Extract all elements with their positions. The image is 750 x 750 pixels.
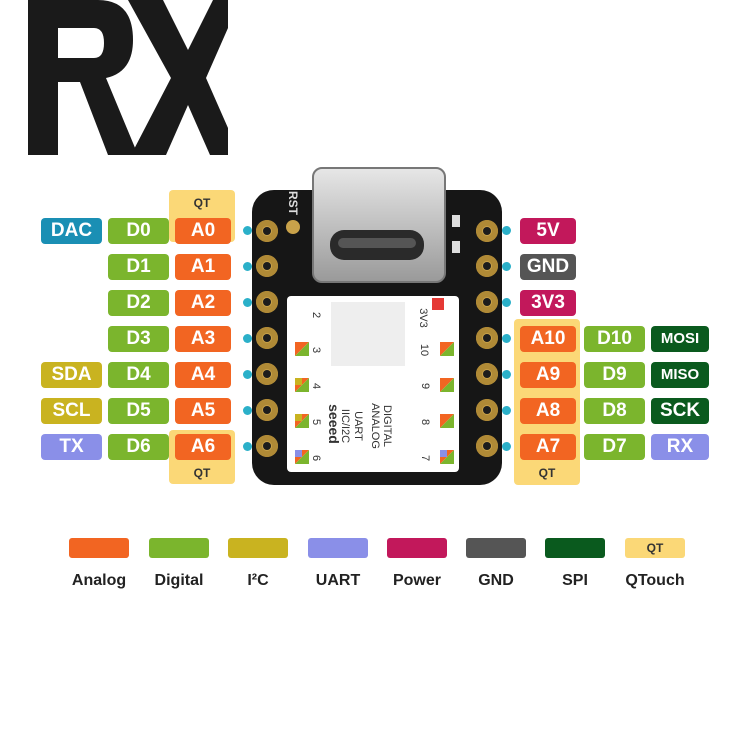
right-markers [440,342,454,464]
pin-label-a4: A4 [175,362,231,388]
right-pad-5 [476,399,498,421]
legend-swatch-digital [149,538,209,558]
left-dot-4 [243,370,252,379]
led-top [452,215,460,227]
legend-analog: ANALOG [368,403,381,449]
legend-label-power: Power [392,572,441,589]
pin-label-d9: D9 [584,362,645,388]
legend-swatch-gnd [466,538,526,558]
rx-logo: RX [28,0,228,155]
right-dot-5 [502,406,511,415]
pin-label-d8: D8 [584,398,645,424]
legend-swatch-i2c [228,538,288,558]
qt-label-bottom-left: QT [193,466,211,480]
left-pad-6 [256,435,278,457]
pin-label-tx: TX [41,434,102,460]
left-pad-2 [256,291,278,313]
pin-label-gnd: GND [520,254,576,280]
right-pad-1 [476,255,498,277]
left-dot-0 [243,226,252,235]
legend-label-gnd: GND [478,572,514,589]
pin-label-d0: D0 [108,218,169,244]
pin-label-d1: D1 [108,254,169,280]
pin-label-d2: D2 [108,290,169,316]
pin-label-dac: DAC [41,218,102,244]
right-dot-3 [502,334,511,343]
left-dot-5 [243,406,252,415]
right-pad-3 [476,327,498,349]
usb-c-connector [312,167,446,283]
left-pad-1 [256,255,278,277]
pin-label-d5: D5 [108,398,169,424]
left-pad-0 [256,220,278,242]
pin-label-a5: A5 [175,398,231,424]
pin-label-mosi: MOSI [651,326,709,352]
pin-label-sck: SCK [651,398,709,424]
legend-label-digital: Digital [154,572,204,589]
right-dot-4 [502,370,511,379]
chip-window [331,302,405,366]
left-markers [295,342,309,464]
pin-label-a9: A9 [520,362,576,388]
legend-label-qtouch: QTouch [625,572,685,589]
pin-label-a2: A2 [175,290,231,316]
pin-label-a0: A0 [175,218,231,244]
left-dot-1 [243,262,252,271]
legend-swatch-power [387,538,447,558]
pin-label-a7: A7 [520,434,576,460]
right-dot-2 [502,298,511,307]
pin-label-rx: RX [651,434,709,460]
pin-label-5v: 5V [520,218,576,244]
pin-label-miso: MISO [651,362,709,388]
pin-label-a8: A8 [520,398,576,424]
left-pad-3 [256,327,278,349]
left-dot-3 [243,334,252,343]
legend-label-spi: SPI [562,572,588,589]
right-dot-0 [502,226,511,235]
left-dot-2 [243,298,252,307]
legend-label-i2c: I²C [247,572,269,589]
left-dot-6 [243,442,252,451]
legend-swatch-analog [69,538,129,558]
right-pad-6 [476,435,498,457]
right-pad-0 [476,220,498,242]
board-silk-legend: seeed IIC/I2C UART ANALOG DIGITAL [326,388,416,468]
pin-label-d4: D4 [108,362,169,388]
legend-uart: UART [351,411,364,441]
pin-label-a6: A6 [175,434,231,460]
led-bottom [452,241,460,253]
qt-label-top-left: QT [193,196,211,210]
legend-swatch-spi [545,538,605,558]
usb-c-tongue [338,238,416,248]
legend-label-analog: Analog [71,572,127,589]
pin-label-scl: SCL [41,398,102,424]
pin-label-d10: D10 [584,326,645,352]
right-dot-1 [502,262,511,271]
right-pad-4 [476,363,498,385]
pin-label-d3: D3 [108,326,169,352]
legend-label-uart: UART [315,572,361,589]
pin-label-d7: D7 [584,434,645,460]
pin-label-d6: D6 [108,434,169,460]
pin-function-markers [295,342,454,464]
left-pad-4 [256,363,278,385]
pin-label-a10: A10 [520,326,576,352]
right-pad-2 [476,291,498,313]
left-pad-5 [256,399,278,421]
pin-label-sda: SDA [41,362,102,388]
rst-pad [286,220,300,234]
legend-swatch-uart [308,538,368,558]
rst-silk-label: RST [286,191,300,215]
pin-label-a1: A1 [175,254,231,280]
pin-label-3v3: 3V3 [520,290,576,316]
right-dot-6 [502,442,511,451]
qt-label-right: QT [538,466,556,480]
legend-swatch-qtouch: QT [625,538,685,558]
pin-label-a3: A3 [175,326,231,352]
legend-i2c: IIC/I2C [339,408,352,444]
pin-1-marker [432,298,444,310]
legend-digital: DIGITAL [380,405,393,447]
